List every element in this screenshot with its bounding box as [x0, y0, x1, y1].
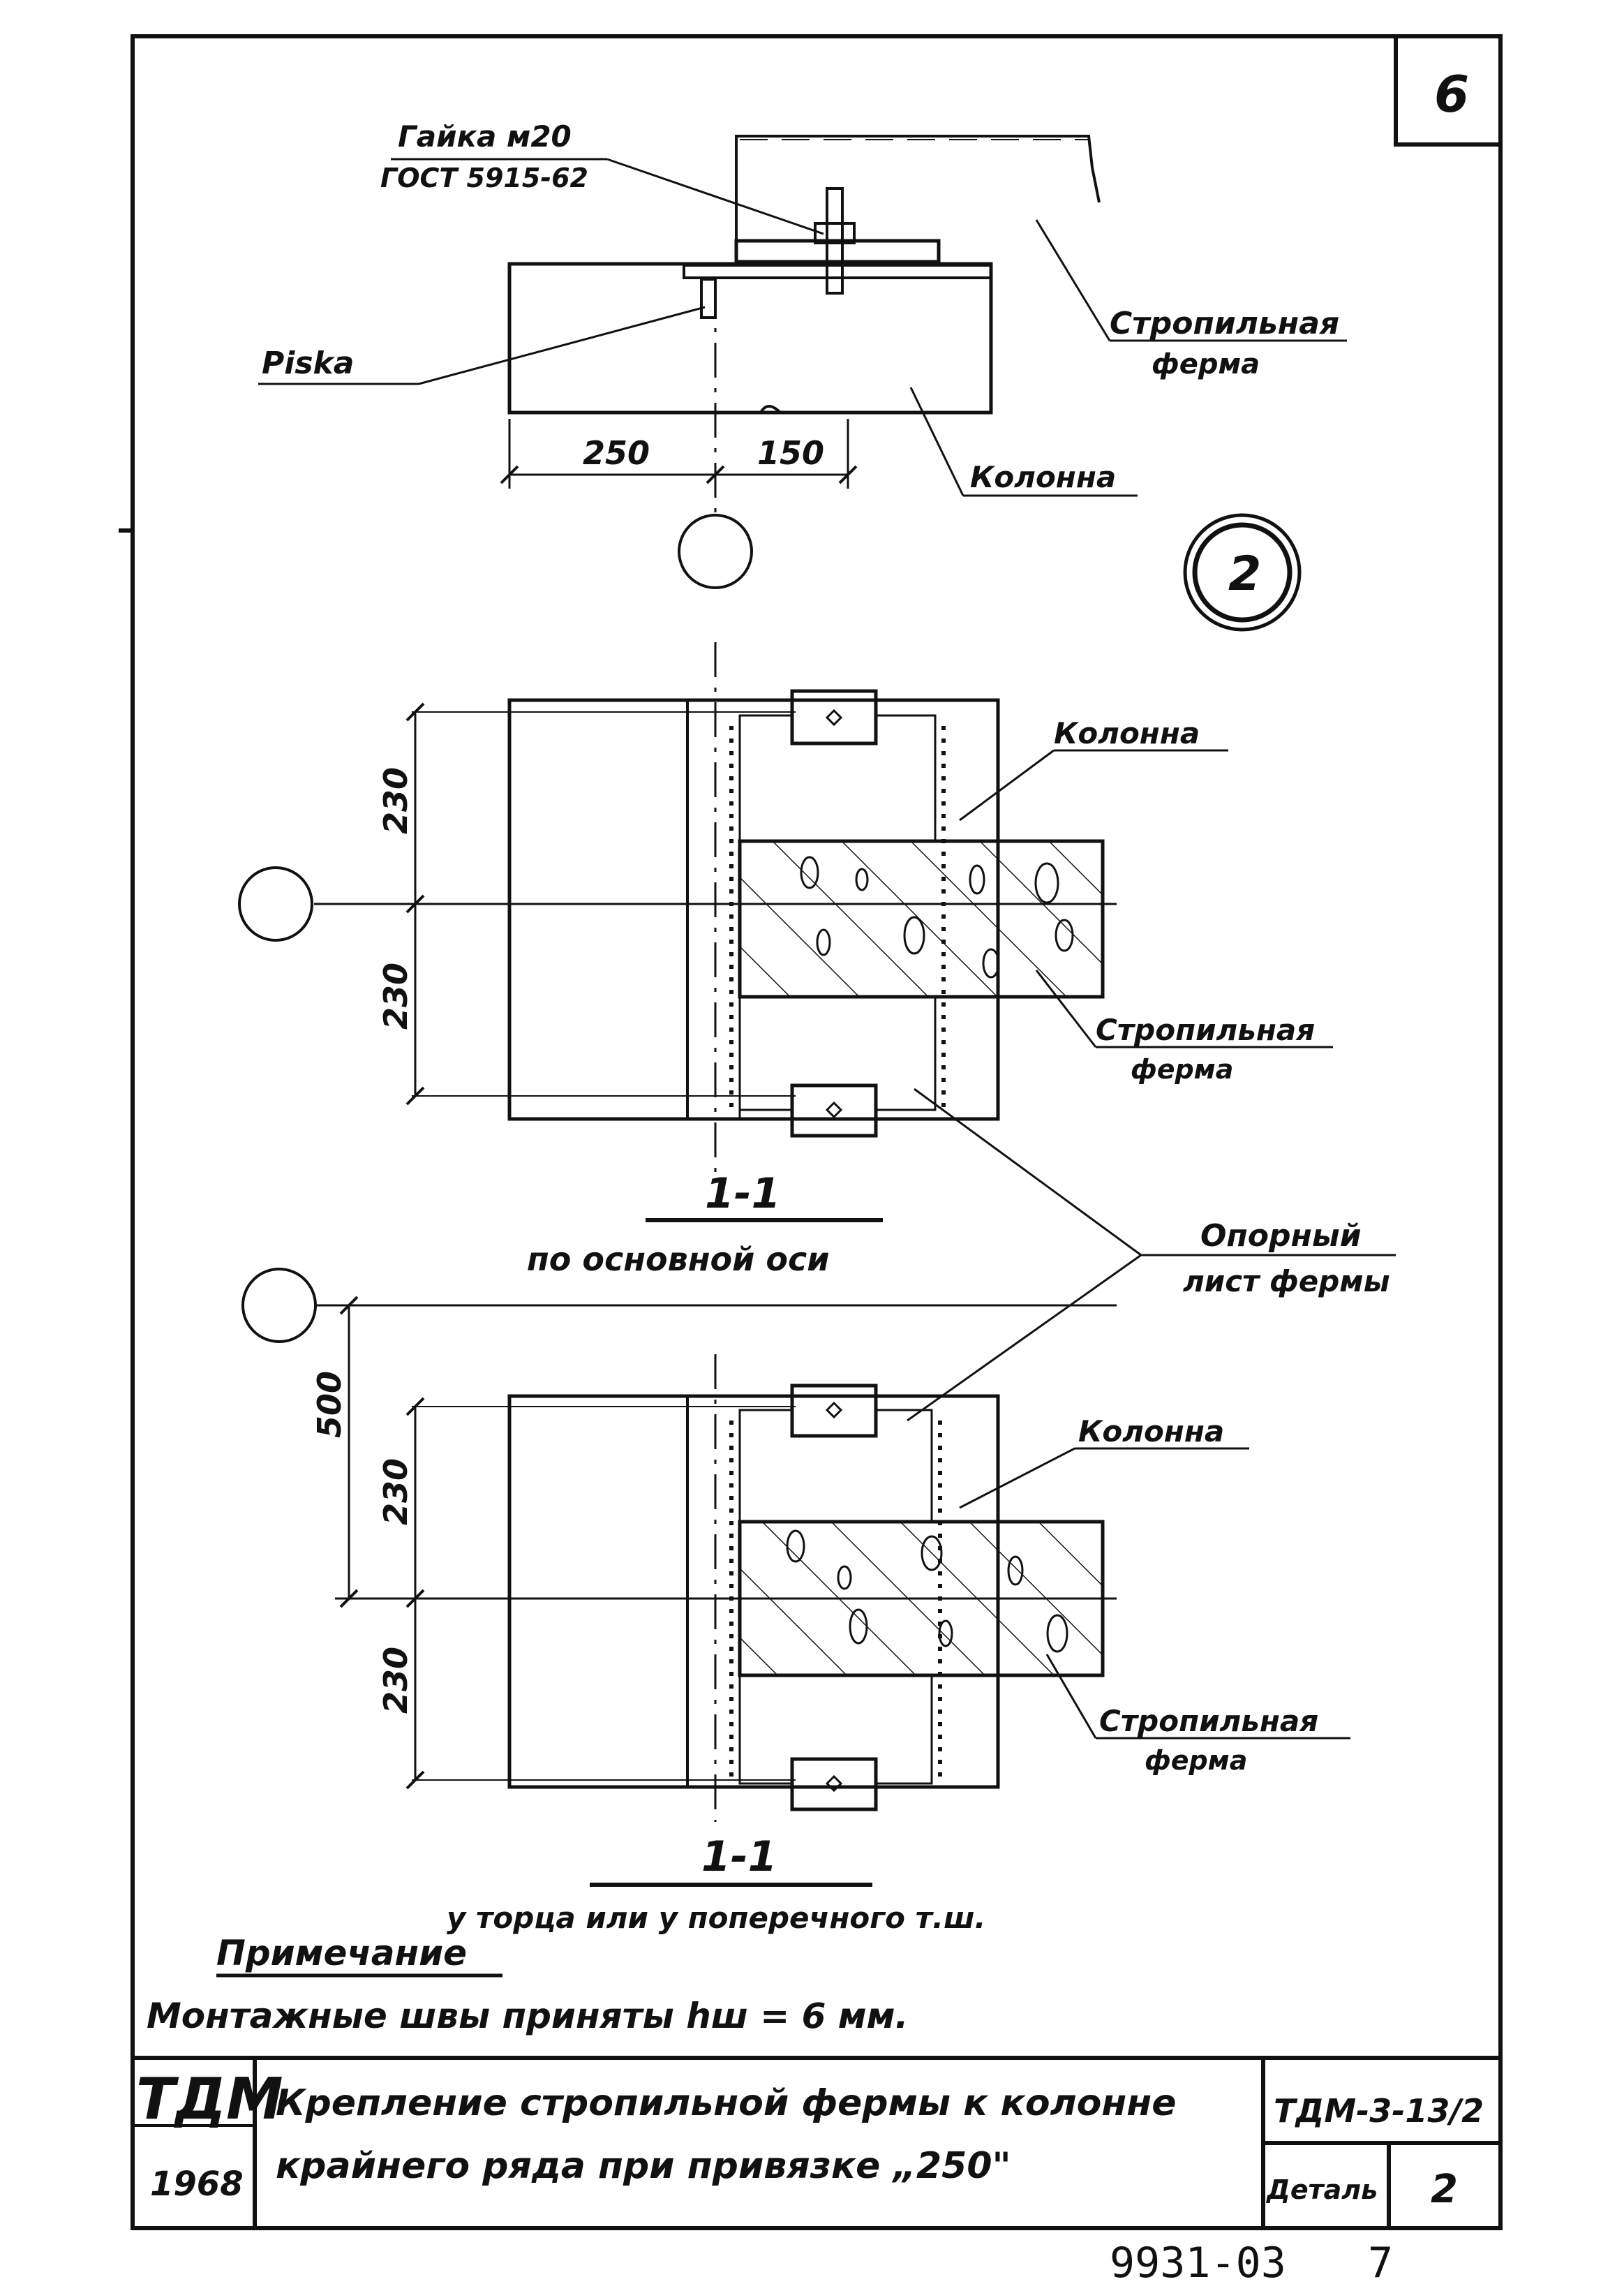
risk-mark	[700, 278, 717, 319]
title-block	[133, 2056, 1500, 2228]
archive-number: 9931-03	[1110, 2239, 1286, 2284]
top-column-label: Колонна	[970, 460, 1116, 494]
nut-label-line1: Гайка м20	[398, 119, 572, 154]
truss-section	[738, 839, 1105, 999]
plate-bottom-b	[790, 1757, 878, 1811]
detail-value: 2	[1431, 2167, 1458, 2212]
top-truss-label-line1: Стропильная	[1110, 306, 1339, 341]
support-sheet-label-line1: Опорный	[1200, 1218, 1362, 1254]
anchor-bolt	[826, 187, 844, 295]
section-a-dim-top: 230	[377, 767, 415, 834]
detail-number: 2	[1228, 547, 1261, 602]
section-b-truss-line2: ферма	[1145, 1745, 1247, 1776]
org-stamp: ТДМ	[136, 2066, 283, 2133]
plate-top	[790, 689, 878, 746]
drawing-code: ТДМ-3-13/2	[1274, 2092, 1484, 2130]
section-b-dim-bottom: 230	[377, 1647, 415, 1714]
section-a-subtitle: по основной оси	[527, 1240, 830, 1278]
section-b-subtitle: у торца или у поперечного т.ш.	[447, 1901, 986, 1935]
section-a-truss-line2: ферма	[1131, 1054, 1233, 1085]
section-main-axis	[238, 642, 1333, 1222]
top-view: 250 150	[258, 135, 1347, 589]
note-text: Монтажные швы приняты hш = 6 мм.	[147, 1996, 909, 2036]
section-b-dim-top: 230	[377, 1458, 415, 1525]
section-a-truss-line1: Стропильная	[1096, 1013, 1315, 1047]
section-b-column-label: Колонна	[1078, 1414, 1224, 1448]
dim-150: 150	[757, 434, 824, 472]
note-heading: Примечание	[216, 1933, 467, 1973]
detail-marker	[1183, 513, 1302, 632]
support-plate	[734, 239, 941, 264]
nut	[814, 222, 856, 244]
risk-label: Рiska	[262, 346, 354, 381]
plate-top-b	[790, 1384, 878, 1438]
axis-bubble-top	[678, 514, 753, 589]
page-number: 7	[1368, 2239, 1393, 2284]
section-a-column-label: Колонна	[1054, 716, 1200, 750]
dim-250: 250	[583, 434, 650, 472]
nut-label-line2: ГОСТ 5915-62	[380, 163, 588, 193]
section-b-dim-outer: 500	[311, 1371, 348, 1438]
axis-bubble-a	[238, 866, 313, 942]
column-side-view	[507, 262, 993, 415]
sheet-number: 6	[1434, 65, 1469, 124]
section-b-title: 1-1	[701, 1832, 777, 1881]
section-a-dim-bottom: 230	[377, 963, 415, 1030]
section-b-truss-line1: Стропильная	[1099, 1704, 1318, 1738]
sheet-frame	[119, 34, 1503, 2230]
drawing-title-line1: Крепление стропильной фермы к колонне	[276, 2082, 1177, 2124]
support-sheet-leaders	[907, 1088, 1396, 1422]
truss-outline	[735, 135, 1101, 260]
axis-bubble-b	[241, 1268, 317, 1343]
support-sheet-label-line2: лист фермы	[1183, 1264, 1390, 1298]
section-a-title: 1-1	[705, 1169, 780, 1218]
plate-bottom	[790, 1083, 878, 1138]
section-end	[241, 1268, 1350, 1887]
top-truss-label-line2: ферма	[1152, 348, 1260, 380]
drawing-title-line2: крайнего ряда при привязке „250"	[276, 2145, 1011, 2187]
detail-label: Деталь	[1266, 2174, 1378, 2205]
year: 1968	[150, 2165, 244, 2204]
